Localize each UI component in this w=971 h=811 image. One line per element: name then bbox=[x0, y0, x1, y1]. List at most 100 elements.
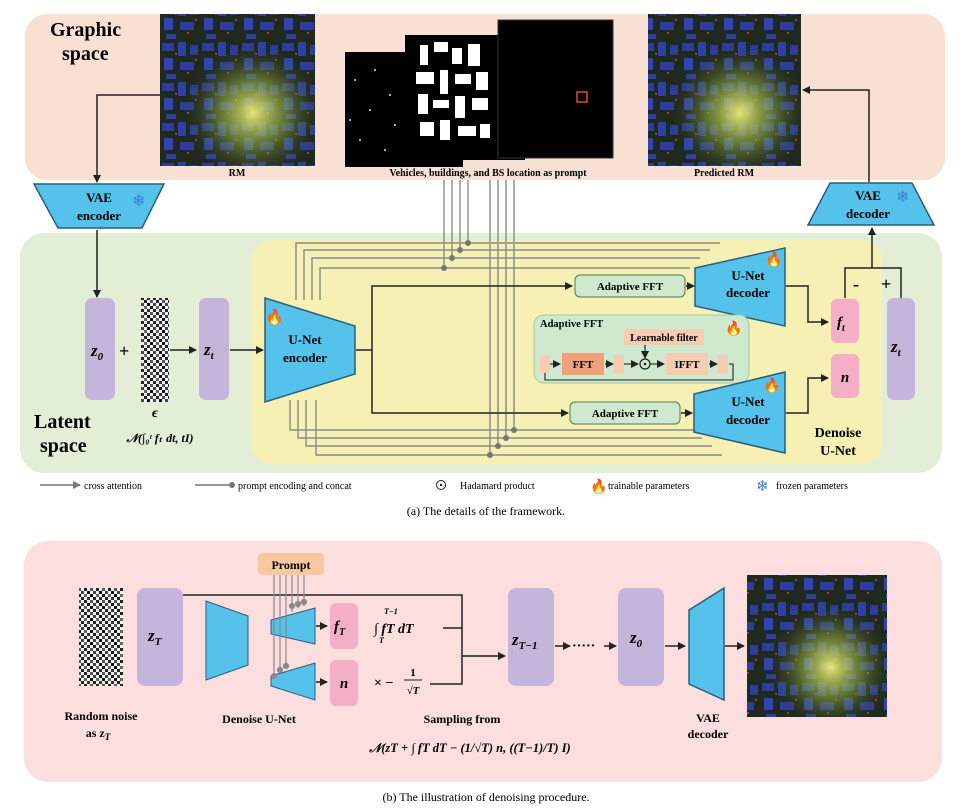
ifft-label: IFFT bbox=[674, 359, 700, 371]
scale-denominator: √T bbox=[407, 685, 421, 697]
integral-expression: ∫ fT dT bbox=[373, 622, 415, 637]
sampling-from-label: Sampling from bbox=[424, 712, 501, 726]
unet-encoder-label: U-Net bbox=[288, 332, 322, 347]
hadamard-dot bbox=[643, 362, 647, 366]
unet-decoder-top-label: U-Net bbox=[731, 268, 765, 283]
adaptive-fft-bottom-label: Adaptive FFT bbox=[592, 408, 659, 420]
zT-skip-line bbox=[183, 594, 463, 628]
unet-encoder-block bbox=[264, 296, 356, 404]
decoder-bottom-to-n bbox=[786, 374, 829, 414]
ft-block bbox=[831, 299, 859, 343]
snowflake-icon: ❄ bbox=[896, 189, 909, 206]
zt-out-label: zt bbox=[890, 337, 902, 359]
fft-label: FFT bbox=[573, 359, 594, 371]
unet-decoder-bottom-label-2: decoder bbox=[726, 412, 770, 427]
unet-decoder-top-block bbox=[694, 247, 786, 327]
hadamard-legend-dot bbox=[439, 483, 443, 487]
vae-encoder-label: VAE bbox=[86, 190, 112, 205]
legend-frozen: frozen parameters bbox=[776, 481, 848, 492]
z0-latent-block bbox=[85, 298, 115, 400]
zt-label: zt bbox=[203, 340, 215, 362]
zt-latent-block bbox=[199, 298, 229, 400]
plus-out-sign: + bbox=[881, 274, 891, 294]
noise-epsilon-block bbox=[141, 298, 169, 402]
legend-cross-attention: cross attention bbox=[84, 481, 142, 492]
ft-label: ft bbox=[837, 315, 846, 334]
adaptive-fft-top bbox=[574, 274, 686, 298]
plus-sign: + bbox=[119, 341, 129, 361]
zT-latent-block bbox=[137, 588, 183, 686]
encoder-to-adaptive-fft-bottom bbox=[371, 350, 569, 417]
prompt-encoding-dots bbox=[441, 240, 517, 458]
denoise-unet-label-b: Denoise U-Net bbox=[222, 712, 296, 726]
unet-encoder-label-2: encoder bbox=[283, 350, 327, 365]
n-label-b: n bbox=[340, 676, 348, 692]
random-noise-block bbox=[79, 588, 123, 686]
adaptive-fft-bottom bbox=[569, 401, 681, 425]
denoise-decoder-top bbox=[270, 607, 316, 645]
prompt-images bbox=[345, 19, 614, 167]
epsilon-label: ϵ bbox=[152, 406, 159, 421]
sampling-formula: 𝒩(zT + ∫ fT dT − (1/√T) n, ((T−1)/T) I) bbox=[368, 741, 570, 756]
graphic-space-label: Graphic bbox=[50, 19, 121, 41]
snowflake-icon: ❄ bbox=[756, 479, 769, 495]
rm-image bbox=[160, 14, 315, 166]
random-noise-label-2: as zT bbox=[86, 726, 111, 742]
z0-b-label: z0 bbox=[629, 628, 643, 650]
denoise-decoder-bottom bbox=[270, 662, 316, 701]
fft-detail-input bbox=[540, 355, 550, 373]
hadamard-icon bbox=[436, 480, 446, 490]
vae-decoder-block bbox=[806, 182, 936, 226]
denoise-encoder-block bbox=[205, 600, 249, 681]
panel-a-caption: (a) The details of the framework. bbox=[407, 504, 565, 518]
vae-encoder-label-2: encoder bbox=[77, 208, 121, 223]
graphic-space-label-2: space bbox=[62, 43, 109, 65]
integral-lower: T bbox=[379, 636, 385, 645]
prompt-caption: Vehicles, buildings, and BS location as … bbox=[389, 168, 587, 179]
fire-icon: 🔥 bbox=[590, 478, 607, 495]
legend-hadamard: Hadamard product bbox=[460, 481, 535, 492]
rm-to-encoder-arrow bbox=[93, 94, 160, 183]
random-noise-label: Random noise bbox=[64, 709, 138, 723]
panel-b-caption: (b) The illustration of denoising proced… bbox=[382, 790, 589, 804]
scale-expression: × − bbox=[374, 676, 393, 691]
predicted-rm-label: Predicted RM bbox=[694, 168, 755, 179]
fire-icon: 🔥 bbox=[725, 320, 742, 337]
vae-decoder-b-label: VAE bbox=[696, 711, 720, 725]
prompt-lines bbox=[270, 575, 308, 680]
scale-numerator: 1 bbox=[410, 667, 416, 679]
fire-icon: 🔥 bbox=[265, 308, 284, 326]
n-block-b bbox=[330, 660, 358, 706]
fft-detail-arrows bbox=[544, 360, 734, 381]
fT-label: fT bbox=[334, 619, 346, 638]
vae-encoder-block bbox=[32, 183, 166, 229]
fT-block bbox=[330, 603, 358, 649]
ifft-block bbox=[666, 353, 708, 375]
minus-sign: - bbox=[853, 274, 859, 294]
decoder-to-predicted-arrow bbox=[802, 86, 870, 182]
adaptive-fft-top-label: Adaptive FFT bbox=[597, 281, 664, 293]
fft-detail-mid bbox=[614, 355, 624, 373]
vae-decoder-b-block bbox=[688, 586, 725, 702]
legend: cross attention prompt encoding and conc… bbox=[40, 478, 848, 495]
n-label: n bbox=[841, 370, 849, 386]
vae-decoder-b-label-2: decoder bbox=[688, 727, 729, 741]
legend-trainable: trainable parameters bbox=[608, 481, 689, 492]
learnable-filter-box bbox=[624, 329, 704, 345]
cross-attention-lines bbox=[289, 180, 722, 456]
predicted-rm-image bbox=[648, 14, 801, 166]
prompt-encoding-legend-dot bbox=[229, 482, 235, 488]
fire-icon: 🔥 bbox=[765, 251, 782, 268]
noise-distribution: 𝒩(∫₀ᵗ fₜ dt, tI) bbox=[126, 431, 194, 445]
unet-decoder-bottom-label: U-Net bbox=[731, 394, 765, 409]
unet-decoder-bottom-block bbox=[693, 371, 786, 454]
vae-decoder-label-2: decoder bbox=[846, 206, 890, 221]
integral-upper: T−1 bbox=[384, 607, 398, 616]
learnable-filter-label: Learnable filter bbox=[630, 333, 698, 344]
denoise-unet-label-2: U-Net bbox=[820, 444, 856, 459]
output-rm-image bbox=[747, 575, 887, 717]
latent-space-label-2: space bbox=[40, 435, 87, 457]
zT1-latent-block bbox=[508, 588, 554, 686]
fft-block bbox=[562, 353, 604, 375]
